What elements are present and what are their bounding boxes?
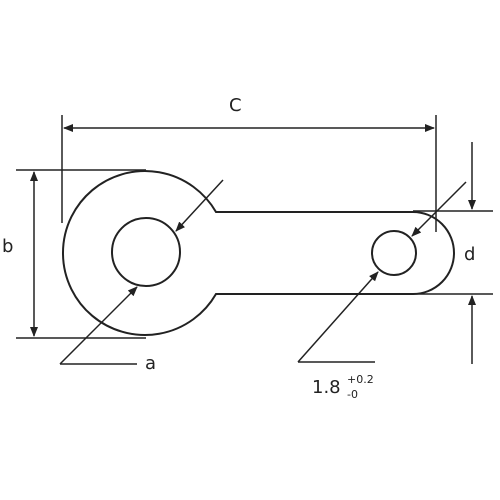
label-b: b xyxy=(2,236,14,257)
label-c: C xyxy=(229,95,242,116)
a-leader-outer xyxy=(175,179,224,232)
hole-leader-outer xyxy=(411,181,467,237)
label-a: a xyxy=(145,353,157,374)
large-hole xyxy=(111,217,181,287)
part-outline xyxy=(62,170,455,336)
label-tolerance-plus: +0.2 xyxy=(347,373,374,386)
hole-leader-inner xyxy=(297,271,379,363)
a-leader-inner xyxy=(59,286,138,365)
label-d: d xyxy=(464,244,476,265)
small-hole xyxy=(371,230,417,276)
label-tolerance-minus: -0 xyxy=(347,388,358,401)
label-hole-dimension: 1.8 xyxy=(312,377,341,398)
